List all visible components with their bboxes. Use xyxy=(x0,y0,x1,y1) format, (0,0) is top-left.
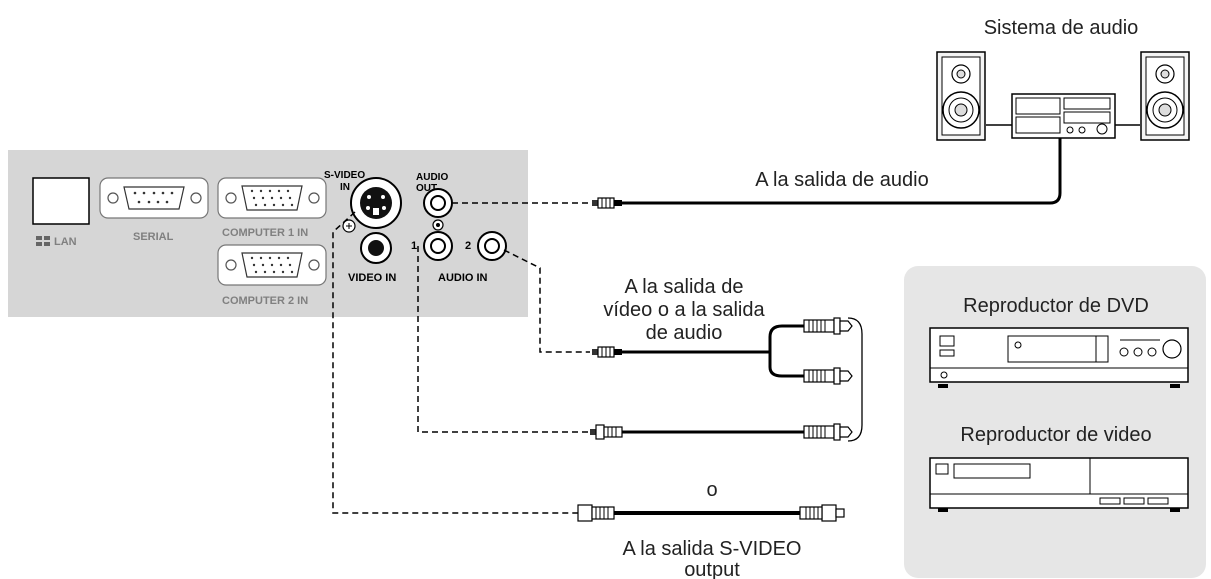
projector-rear-panel: LAN SERIAL COMPUTER 1 IN xyxy=(8,150,528,317)
svideo-in-label-line1: S-VIDEO xyxy=(324,170,365,181)
audio-out-port[interactable] xyxy=(423,188,453,218)
video-cable xyxy=(590,423,853,441)
svideo-dashed-line xyxy=(332,211,578,514)
video-in-port[interactable] xyxy=(360,232,392,264)
video-in-label: VIDEO IN xyxy=(348,272,396,284)
audio-in-label: AUDIO IN xyxy=(438,272,488,284)
serial-port[interactable] xyxy=(99,177,209,219)
audio-in-2-port[interactable] xyxy=(477,231,507,261)
svideo-in-port[interactable] xyxy=(350,177,402,229)
link-symbol-icon xyxy=(432,219,444,231)
source-devices-box: Reproductor de DVD Reproductor de video xyxy=(904,266,1206,578)
audio-system-label: Sistema de audio xyxy=(984,17,1139,39)
ground-screw-icon xyxy=(342,219,356,233)
svideo-output-label-line1: A la salida S-VIDEO xyxy=(623,538,802,560)
computer-1-label: COMPUTER 1 IN xyxy=(222,227,308,239)
audio-system xyxy=(936,51,1190,141)
audio-in-2-number: 2 xyxy=(465,240,471,252)
left-speaker-icon xyxy=(936,51,986,141)
grouping-bracket xyxy=(847,317,863,442)
vcr-label: Reproductor de video xyxy=(960,424,1151,446)
audio-out-label-line2: OUT xyxy=(416,183,437,194)
svideo-cable xyxy=(577,504,845,522)
video-audio-label-line1: A la salida de xyxy=(625,276,744,298)
serial-label: SERIAL xyxy=(133,231,174,243)
audio-out-cable xyxy=(591,138,1062,209)
computer-2-label: COMPUTER 2 IN xyxy=(222,295,308,307)
dvd-label: Reproductor de DVD xyxy=(963,295,1149,317)
right-speaker-icon xyxy=(1140,51,1190,141)
dashed-guides xyxy=(332,202,590,514)
lan-port[interactable] xyxy=(32,177,90,225)
video-in-dashed-line xyxy=(417,246,590,433)
audio-in-1-port[interactable] xyxy=(423,231,453,261)
video-audio-label-line3: de audio xyxy=(646,322,723,344)
audio-output-label: A la salida de audio xyxy=(755,169,928,191)
vcr-icon xyxy=(929,457,1189,512)
lan-label: LAN xyxy=(54,236,77,248)
audio-out-label-line1: AUDIO xyxy=(416,172,448,183)
svideo-output-label-line2: output xyxy=(684,559,740,579)
audio-video-cable xyxy=(591,317,853,385)
or-label: o xyxy=(706,479,717,501)
video-audio-label-line2: vídeo o a la salida xyxy=(603,299,765,321)
audio-in-1-number: 1 xyxy=(411,240,417,252)
network-icon xyxy=(36,236,50,246)
audio-in-dashed-line xyxy=(503,249,590,353)
stereo-unit-icon xyxy=(1011,93,1116,139)
dvd-player-icon xyxy=(929,327,1189,388)
svideo-in-label-line2: IN xyxy=(340,182,350,193)
computer-1-in-port[interactable] xyxy=(217,177,327,219)
computer-2-in-port[interactable] xyxy=(217,244,327,286)
